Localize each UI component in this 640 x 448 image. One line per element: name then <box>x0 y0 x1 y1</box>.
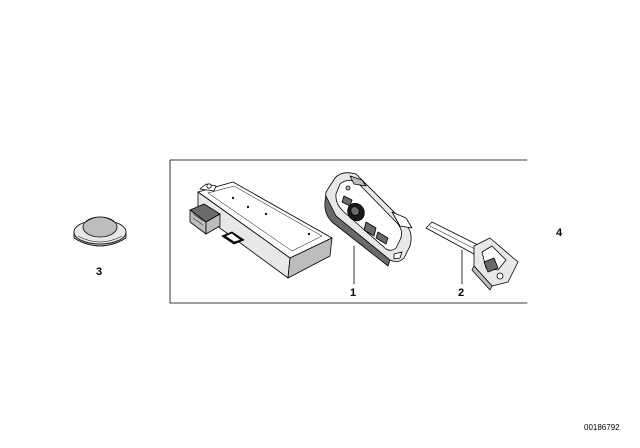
callout-part-1: 1 <box>350 287 356 299</box>
callout-part-4: 4 <box>556 227 563 239</box>
emergency-key-part-2 <box>425 221 519 291</box>
remote-key-fob-part-1 <box>324 172 413 267</box>
document-number: 00186792 <box>584 423 620 432</box>
coin-battery-part-3 <box>73 216 127 247</box>
callout-part-2: 2 <box>458 287 464 299</box>
kit-bracket-frame <box>169 159 528 304</box>
control-module <box>189 181 333 279</box>
callout-part-3: 3 <box>96 266 102 278</box>
